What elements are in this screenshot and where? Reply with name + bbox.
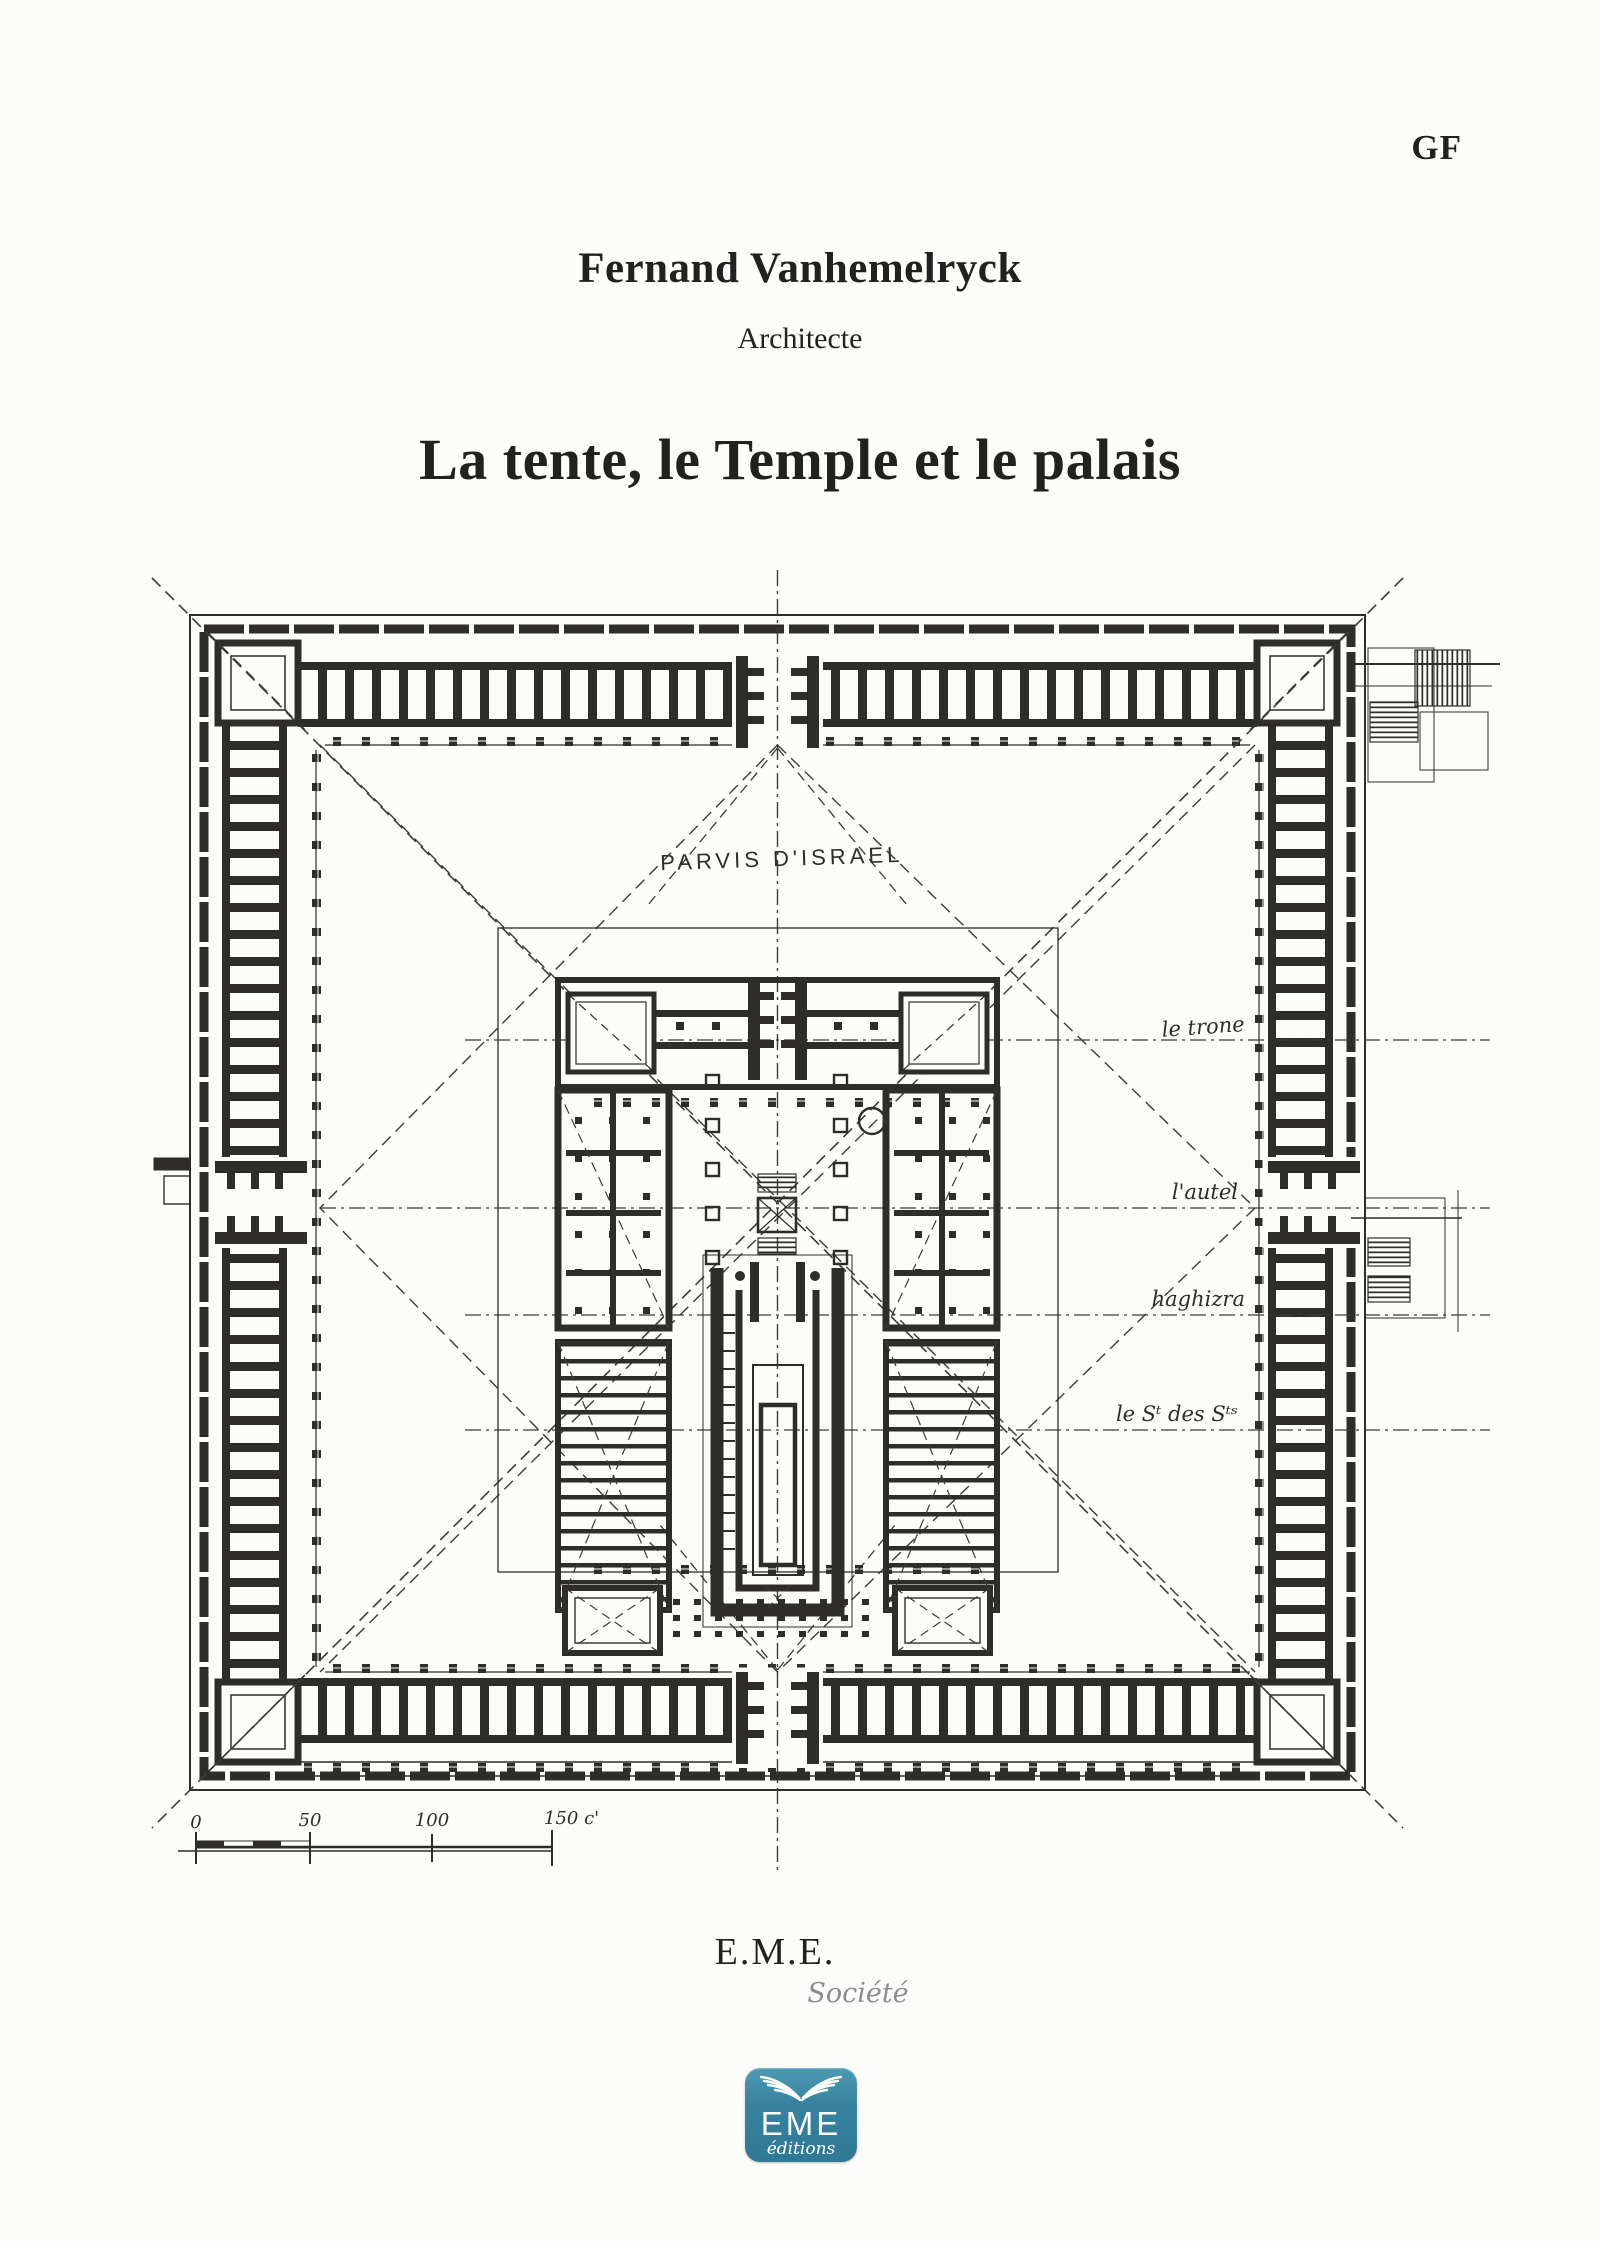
saint-des-saints-label: le Sᵗ des Sᵗˢ (1116, 1402, 1238, 1426)
haghizra-label: haghizra (1152, 1287, 1245, 1311)
plan-labels: PARVIS D'ISRAEL le trone l'autel haghizr… (660, 842, 1246, 1426)
central-complex (554, 977, 1001, 1656)
scale-tick-50: 50 (299, 1810, 322, 1831)
trone-label: le trone (1161, 1012, 1245, 1042)
logo-subtext: éditions (767, 2139, 836, 2159)
scale-bar: 0 50 100 150 c' (178, 1808, 599, 1866)
author-name: Fernand Vanhemelryck (578, 245, 1022, 292)
author-role: Architecte (737, 322, 863, 355)
scale-tick-150: 150 c' (544, 1808, 599, 1829)
eme-logo: EME éditions (745, 2068, 857, 2162)
temple-plan-drawing: PARVIS D'ISRAEL le trone l'autel haghizr… (120, 570, 1512, 1880)
parvis-label: PARVIS D'ISRAEL (660, 842, 904, 875)
publisher-name: E.M.E. (714, 1931, 836, 1973)
book-title: La tente, le Temple et le palais (419, 427, 1181, 492)
external-stairs (153, 647, 1512, 1332)
scale-tick-0: 0 (190, 1812, 201, 1833)
corner-mark: GF (1411, 128, 1462, 167)
autel-label: l'autel (1172, 1180, 1238, 1204)
logo-text: EME (761, 2105, 842, 2142)
scale-tick-100: 100 (415, 1810, 449, 1831)
open-book-icon (759, 2075, 843, 2102)
publisher-society: Société (807, 1978, 909, 2009)
construction-lines (151, 570, 1490, 1870)
